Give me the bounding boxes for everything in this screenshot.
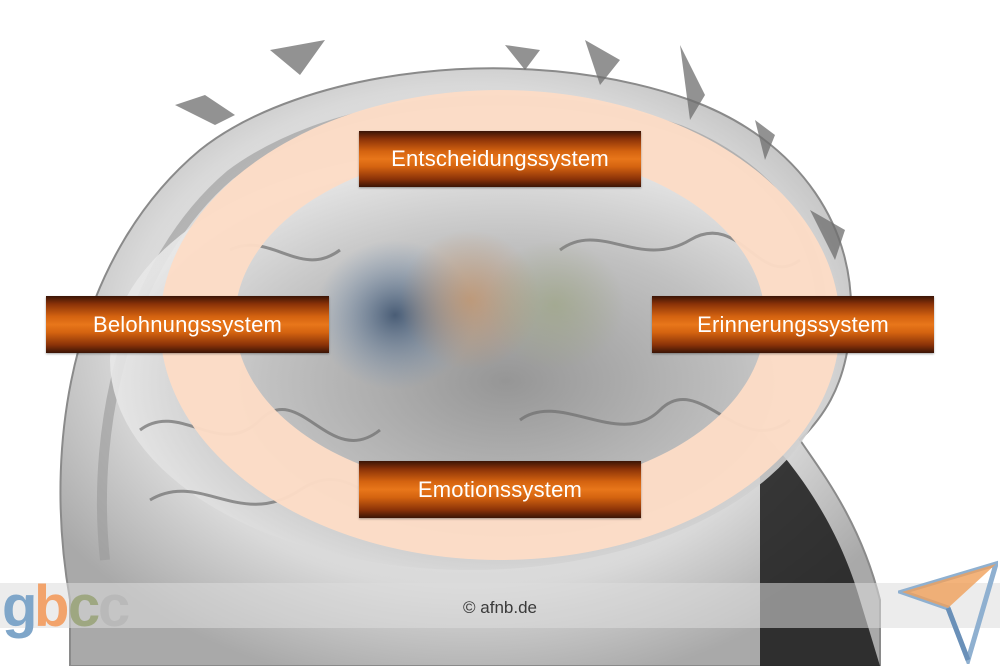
node-label: Belohnungssystem: [92, 311, 283, 337]
svg-text:g: g: [2, 574, 37, 639]
node-memory-system: Erinnerungssystem: [652, 296, 934, 353]
node-emotion-system: Emotionssystem: [359, 461, 641, 518]
svg-text:c: c: [68, 574, 100, 639]
gbcc-logo: g b c c: [2, 574, 130, 639]
node-label: Emotionssystem: [417, 476, 583, 502]
svg-text:b: b: [34, 574, 69, 639]
node-label: Entscheidungssystem: [391, 146, 609, 171]
copyright-text: © afnb.de: [463, 598, 537, 617]
svg-text:c: c: [98, 574, 130, 639]
node-reward-system: Belohnungssystem: [46, 296, 329, 353]
triangle-logo-icon: [898, 560, 998, 664]
node-label: Erinnerungssystem: [697, 311, 889, 337]
footer-band: [0, 583, 1000, 628]
node-decision-system: Entscheidungssystem: [359, 131, 641, 187]
